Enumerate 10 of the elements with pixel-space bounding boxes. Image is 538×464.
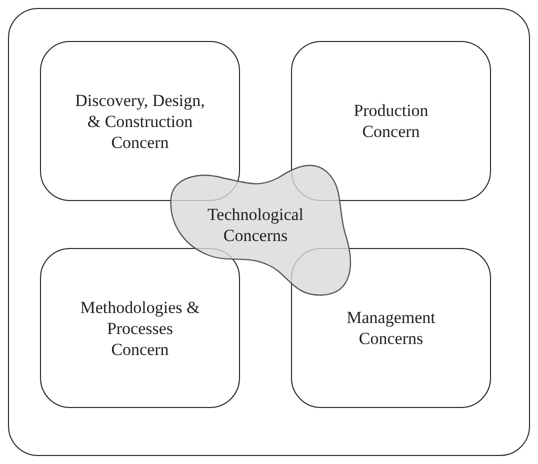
concern-box — [291, 248, 491, 408]
concern-label: Production Concern — [352, 100, 430, 142]
concern-label: Discovery, Design, & Construction Concern — [74, 90, 206, 152]
concern-label: Management Concerns — [346, 307, 436, 349]
concern-box — [40, 41, 240, 201]
concern-box — [40, 248, 240, 408]
outer-frame — [8, 8, 530, 456]
concern-box — [291, 41, 491, 201]
concern-label: Methodologies & Processes Concern — [79, 296, 201, 360]
concern-label: Technological Concerns — [206, 204, 305, 246]
